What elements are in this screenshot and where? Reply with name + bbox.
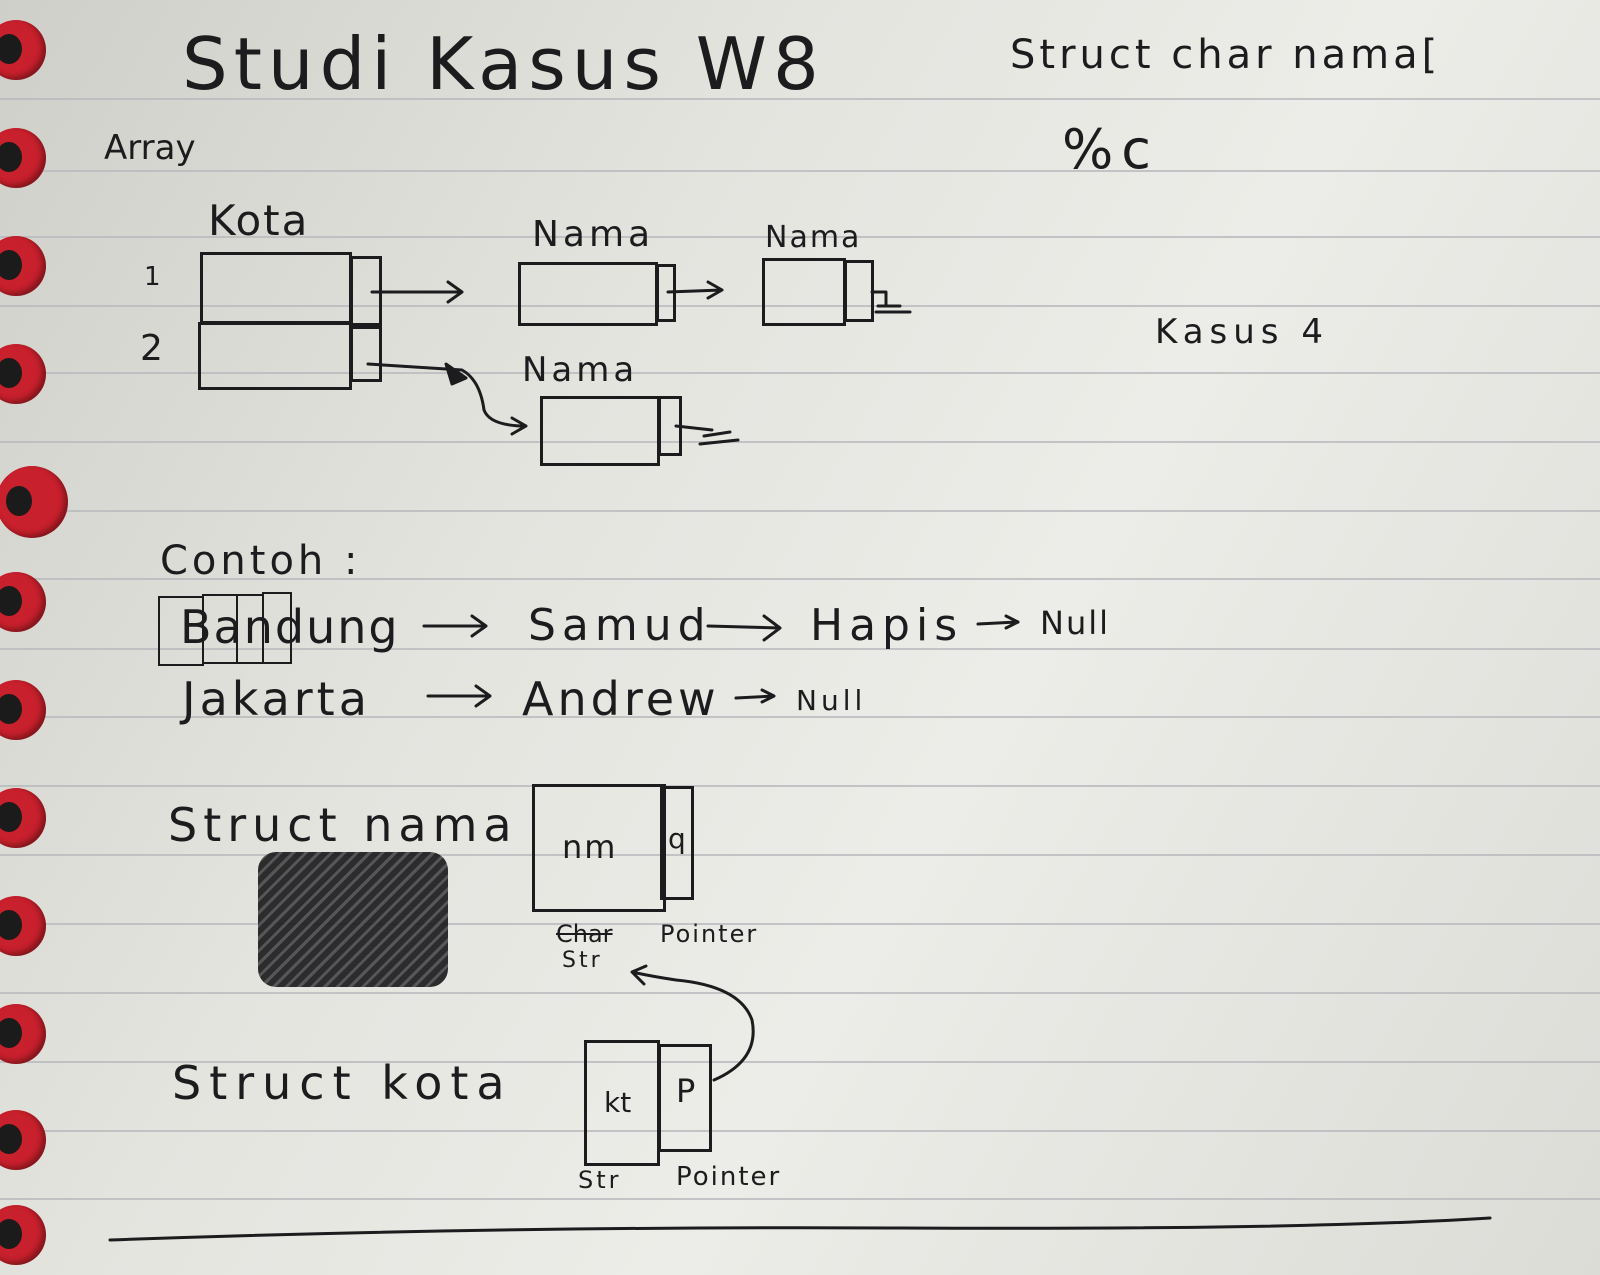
struct-kota-pointer-caption: Pointer (676, 1162, 782, 1192)
spiral-ring (0, 1205, 48, 1265)
flow-arrow (426, 684, 492, 708)
struct-nama-type-caption: Char (556, 920, 613, 948)
nama-label-2: Nama (765, 220, 862, 255)
spiral-ring (0, 344, 48, 404)
spiral-ring (0, 236, 48, 296)
underline-stroke (108, 1216, 1492, 1242)
arrowhead-fill (444, 362, 468, 386)
struct-char-note: Struct char nama[ (1010, 32, 1442, 78)
flow-arrow (706, 614, 782, 642)
row-number-1: 1 (144, 262, 161, 292)
spiral-ring (0, 572, 48, 632)
spiral-ring (0, 1110, 48, 1170)
pointer-arrow (366, 362, 528, 436)
struct-nama-field: nm (562, 828, 618, 866)
spiral-ring (0, 466, 68, 538)
struct-nama-str-caption: Str (562, 948, 603, 973)
pointer-arrow (630, 964, 755, 1082)
struct-kota-label: Struct kota (172, 1056, 513, 1110)
kasus-note: Kasus 4 (1155, 312, 1329, 352)
struct-nama-pointer-field: q (668, 822, 686, 855)
contoh-item: Hapis (810, 600, 964, 651)
struct-nama-pointer-box (660, 786, 694, 900)
contoh-item: Null (796, 684, 867, 717)
format-specifier-note: %c (1062, 118, 1159, 181)
char-cell (262, 592, 292, 664)
ground-symbol (674, 424, 740, 446)
spiral-ring (0, 20, 48, 80)
contoh-item: Samud (528, 600, 712, 651)
flow-arrow (734, 688, 776, 704)
spiral-ring (0, 1004, 48, 1064)
ground-symbol (870, 290, 912, 314)
spiral-ring (0, 788, 48, 848)
page-title: Studi Kasus W8 (182, 22, 825, 106)
contoh-item: Bandung (180, 600, 400, 654)
flow-arrow (976, 614, 1020, 630)
contoh-label: Contoh : (160, 538, 362, 584)
nama-label-1: Nama (532, 214, 655, 255)
contoh-item: Andrew (522, 672, 720, 726)
pointer-arrow (370, 280, 464, 304)
struct-kota-field: kt (604, 1086, 632, 1119)
contoh-item: Jakarta (182, 672, 371, 726)
struct-nama-label: Struct nama (168, 798, 518, 852)
section-array-label: Array (104, 128, 196, 168)
struct-kota-pointer-box (658, 1044, 712, 1152)
spiral-ring (0, 128, 48, 188)
nama-label-3: Nama (522, 350, 639, 390)
kota-label: Kota (208, 196, 310, 245)
kota-pointer-2 (350, 326, 382, 382)
row-number-2: 2 (140, 328, 163, 369)
spiral-ring (0, 680, 48, 740)
pointer-arrow (666, 280, 724, 300)
struct-kota-str-caption: Str (578, 1166, 622, 1194)
scribbled-out-text (258, 852, 448, 987)
contoh-item: Null (1040, 604, 1110, 642)
struct-nama-pointer-caption: Pointer (660, 920, 759, 948)
struct-kota-pointer-field: P (676, 1072, 696, 1110)
flow-arrow (422, 614, 488, 638)
struct-nama-field-box (532, 784, 666, 912)
spiral-ring (0, 896, 48, 956)
